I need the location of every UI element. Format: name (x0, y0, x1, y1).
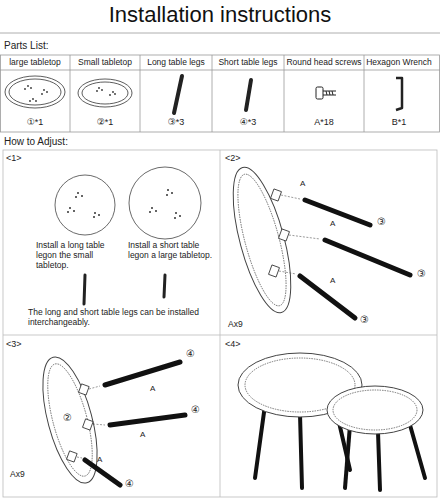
step-number: <3> (6, 339, 22, 349)
callout-number: ③ (360, 314, 369, 326)
callout-letter: A (150, 384, 155, 393)
callout-number: ④ (125, 478, 134, 490)
part-name: Hexagon Wrench (361, 58, 437, 68)
callout-number: ④ (191, 404, 200, 416)
callout-letter: A (330, 276, 335, 285)
callout-letter: A (140, 430, 145, 439)
callout-letter: A (330, 219, 335, 228)
section-heading: How to Adjust: (4, 136, 68, 148)
callout-number: ③ (417, 268, 426, 280)
step-number: <1> (6, 153, 22, 163)
callout-number: ④ (186, 348, 195, 360)
section-heading: Parts List: (4, 40, 48, 52)
note-text: Install a short table legon a large tabl… (128, 241, 218, 261)
callout-number: ② (63, 412, 72, 424)
part-name: large tabletop (0, 58, 70, 68)
part-name: Round head screws (284, 58, 364, 68)
step-number: <2> (225, 153, 241, 163)
part-name: Long table legs (140, 58, 212, 68)
screw-count: Ax9 (228, 320, 243, 330)
callout-number: ③ (377, 216, 386, 228)
callout-letter: A (97, 455, 102, 464)
part-count: ①*1 (0, 117, 70, 127)
page-title: Installation instructions (0, 2, 440, 28)
note-text: The long and short table legs can be ins… (28, 308, 213, 328)
step-number: <4> (225, 339, 241, 349)
screw-count: Ax9 (10, 470, 25, 480)
part-count: ②*1 (70, 117, 140, 127)
part-count: ③*3 (140, 117, 212, 127)
part-count: A*18 (284, 117, 364, 127)
callout-letter: A (300, 179, 305, 188)
part-name: Short table legs (212, 58, 284, 68)
part-name: Small tabletop (70, 58, 140, 68)
part-count: ④*3 (212, 117, 284, 127)
note-text: Install a long table legon the small tab… (36, 241, 126, 270)
part-count: B*1 (361, 117, 437, 127)
